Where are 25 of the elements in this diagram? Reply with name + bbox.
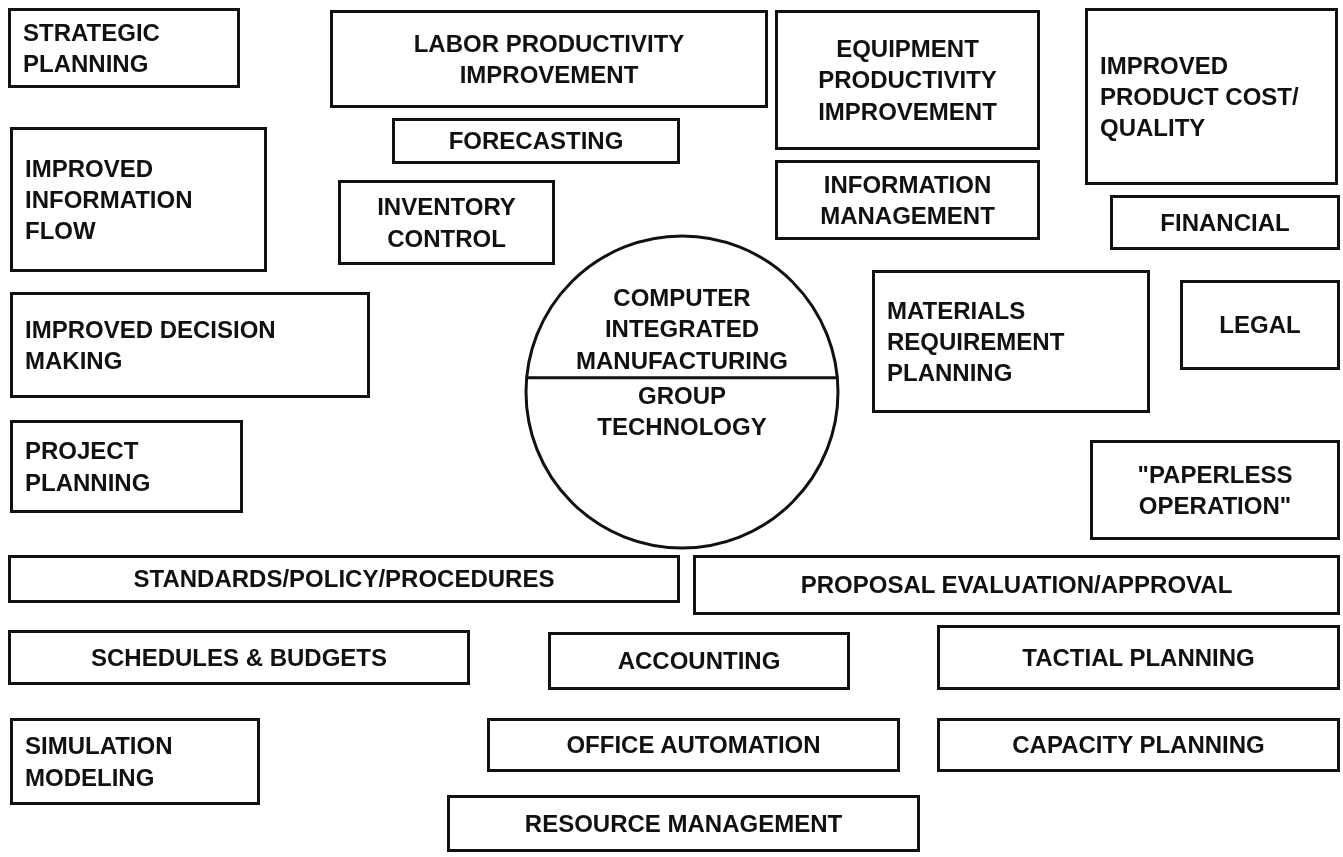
label-box: FORECASTING [392,118,680,164]
label-box: "PAPERLESS OPERATION" [1090,440,1340,540]
label-box: TACTIAL PLANNING [937,625,1340,690]
label-box: INFORMATION MANAGEMENT [775,160,1040,240]
label-box: MATERIALS REQUIREMENT PLANNING [872,270,1150,413]
circle-upper-text: COMPUTER INTEGRATED MANUFACTURING [575,283,789,376]
label-box: STANDARDS/POLICY/PROCEDURES [8,555,680,603]
label-box: LABOR PRODUCTIVITY IMPROVEMENT [330,10,768,108]
label-box: OFFICE AUTOMATION [487,718,900,772]
label-box: STRATEGIC PLANNING [8,8,240,88]
label-box: IMPROVED INFORMATION FLOW [10,127,267,272]
label-box: EQUIPMENT PRODUCTIVITY IMPROVEMENT [775,10,1040,150]
label-box: FINANCIAL [1110,195,1340,250]
label-box: CAPACITY PLANNING [937,718,1340,772]
label-box: PROJECT PLANNING [10,420,243,513]
label-box: SIMULATION MODELING [10,718,260,805]
label-box: IMPROVED PRODUCT COST/ QUALITY [1085,8,1338,185]
circle-lower-text: GROUP TECHNOLOGY [596,380,768,442]
label-box: SCHEDULES & BUDGETS [8,630,470,685]
label-box: INVENTORY CONTROL [338,180,555,265]
label-box: RESOURCE MANAGEMENT [447,795,920,852]
label-box: PROPOSAL EVALUATION/APPROVAL [693,555,1340,615]
label-box: LEGAL [1180,280,1340,370]
label-box: IMPROVED DECISION MAKING [10,292,370,398]
label-box: ACCOUNTING [548,632,850,690]
